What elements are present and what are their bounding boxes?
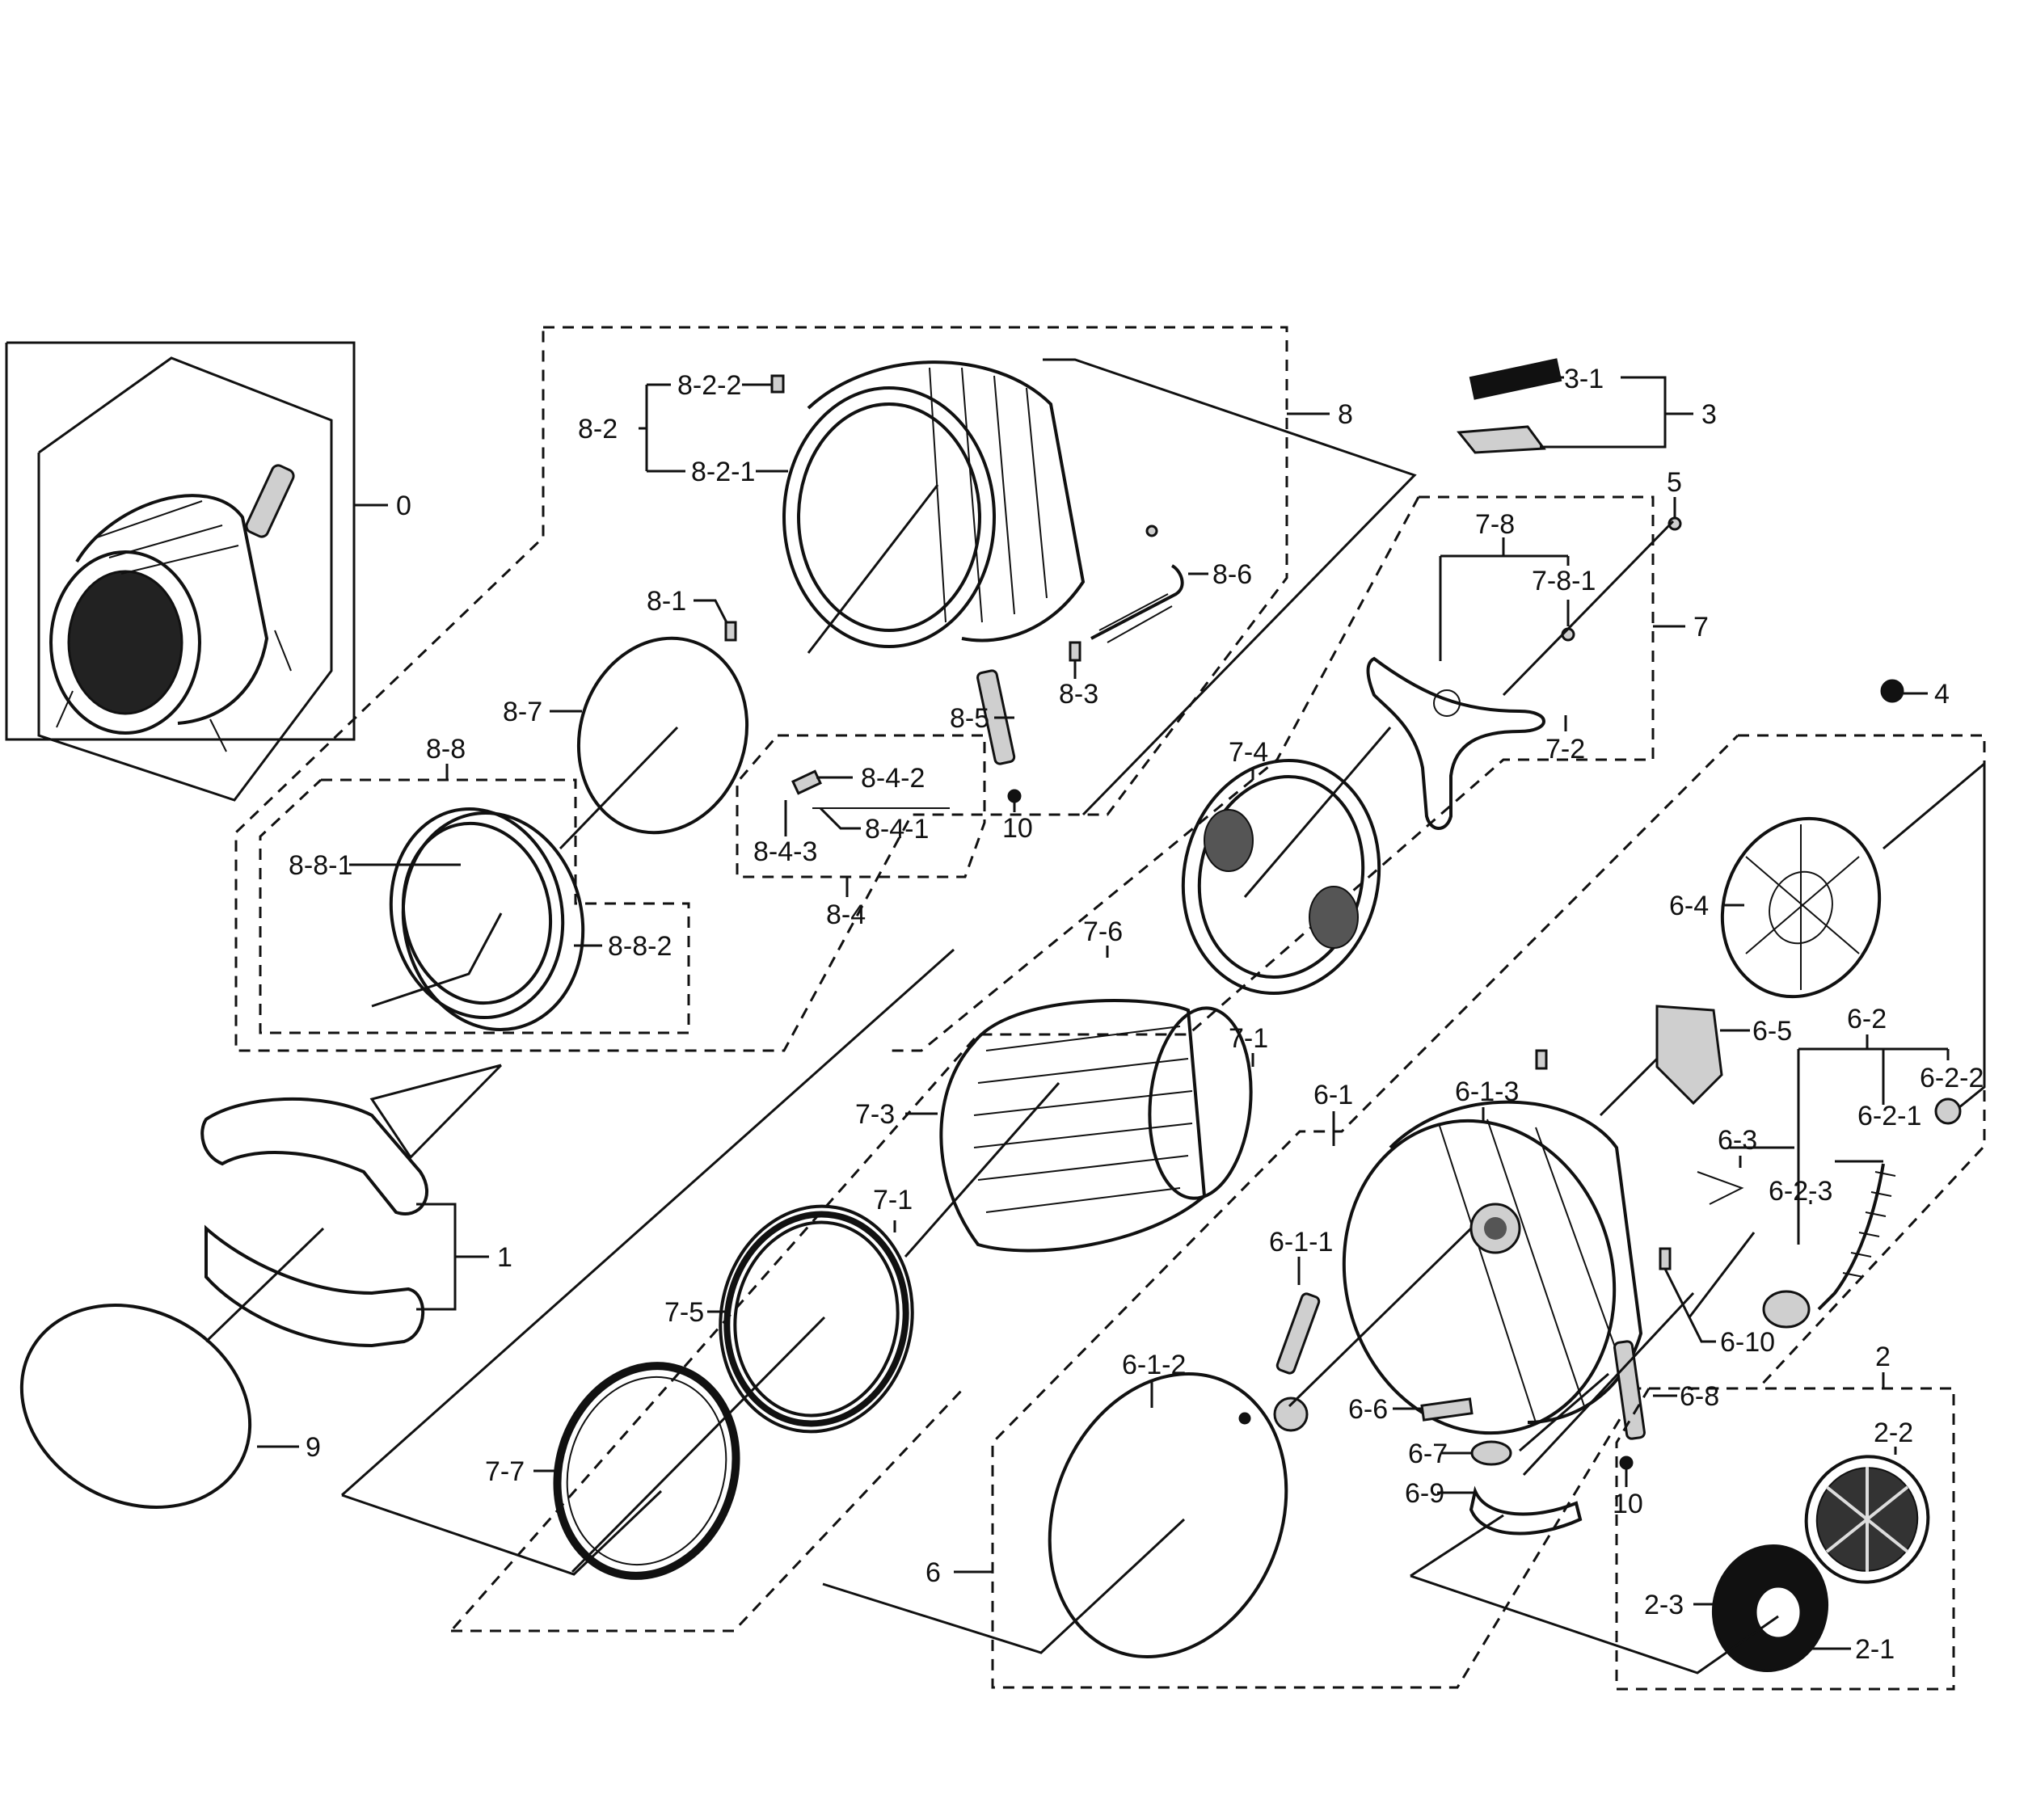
label-7-3: 7-3 (855, 1099, 895, 1130)
label-4: 4 (1934, 679, 1950, 710)
part-6-5-image (1655, 1005, 1723, 1106)
label-2-2: 2-2 (1874, 1418, 1913, 1448)
label-9: 9 (306, 1432, 321, 1463)
label-6-9: 6-9 (1405, 1478, 1444, 1509)
parts-3: 3-1 3 (1457, 358, 1717, 454)
tub-assembly-image (49, 464, 295, 752)
assembly-0-group: 0 (5, 341, 411, 802)
label-8-4-2: 8-4-2 (861, 763, 925, 794)
group-8: 8 8-2 8-2-2 8-2-1 8-1 8-6 (234, 326, 1417, 1052)
label-8: 8 (1338, 399, 1353, 430)
motor-2-3-image (1711, 1544, 1829, 1672)
label-8-8-1: 8-8-1 (289, 850, 352, 881)
parts-1-9: 1 9 (19, 1064, 512, 1509)
label-7-8-1: 7-8-1 (1532, 566, 1596, 596)
label-7: 7 (1693, 612, 1709, 642)
hose-8-6-image (1090, 525, 1184, 643)
label-6-1-3: 6-1-3 (1455, 1076, 1519, 1107)
label-6-1-2: 6-1-2 (1122, 1350, 1186, 1380)
pulley-2-2-image (1804, 1455, 1930, 1584)
label-6-2-2: 6-2-2 (1920, 1063, 1984, 1093)
label-8-4-1: 8-4-1 (865, 814, 929, 845)
label-8-2-1: 8-2-1 (691, 457, 755, 487)
label-6-5: 6-5 (1752, 1016, 1792, 1047)
group-6-outline (991, 734, 1986, 1689)
label-7-1-upper: 7-1 (1229, 1023, 1268, 1054)
label-6-8: 6-8 (1680, 1381, 1719, 1412)
washer-image (1273, 1397, 1309, 1432)
balance-weights-image (200, 1097, 429, 1348)
rear-bracket-6-4-image (1720, 816, 1882, 999)
label-1: 1 (497, 1242, 512, 1273)
label-8-5: 8-5 (950, 703, 989, 734)
group-6: 6 6-4 6-5 6-2 6-2-2 6-2-1 6-2-3 (822, 734, 1986, 1689)
label-8-8-2: 8-8-2 (608, 931, 672, 962)
label-7-4: 7-4 (1229, 737, 1268, 768)
label-8-6: 8-6 (1212, 559, 1252, 590)
label-6-2-1: 6-2-1 (1857, 1101, 1921, 1131)
label-6-4: 6-4 (1669, 891, 1709, 921)
label-7-7: 7-7 (485, 1456, 525, 1487)
label-6-6: 6-6 (1348, 1394, 1388, 1425)
label-8-4: 8-4 (826, 899, 866, 930)
label-7-2: 7-2 (1545, 734, 1585, 765)
detergent-parts-image (1457, 358, 1562, 454)
label-8-2-2: 8-2-2 (677, 370, 741, 401)
label-6-3: 6-3 (1718, 1125, 1757, 1156)
label-2: 2 (1875, 1342, 1891, 1372)
outer-tub-6-1-image (1342, 1100, 1643, 1435)
label-6-7: 6-7 (1408, 1439, 1448, 1469)
group-8-outline (234, 326, 1288, 1052)
part-6-7-image (1470, 1440, 1512, 1466)
label-2-3: 2-3 (1644, 1590, 1684, 1620)
label-8-2: 8-2 (578, 414, 618, 444)
label-10-top: 10 (1002, 813, 1033, 844)
label-6-10: 6-10 (1720, 1327, 1775, 1358)
drum-7-6-image (939, 999, 1253, 1253)
assembly-0-frame (5, 341, 356, 741)
label-3-1: 3-1 (1564, 364, 1604, 394)
label-6-1: 6-1 (1313, 1080, 1353, 1110)
gasket-6-1-2-image (1048, 1372, 1288, 1658)
ring-7-7-image (553, 1362, 740, 1580)
group-2: 2 2-2 2-3 2-1 (1410, 1342, 1955, 1691)
group-8-4-outline (736, 734, 986, 878)
drain-hose-6-2-1-image (1762, 1163, 1896, 1329)
label-6-2: 6-2 (1847, 1004, 1887, 1034)
label-5: 5 (1667, 467, 1682, 498)
group-7: 7 7-8 7-8-1 7-2 7-4 (341, 495, 1709, 1633)
label-3: 3 (1701, 399, 1717, 430)
label-7-8: 7-8 (1475, 509, 1515, 540)
label-6: 6 (925, 1557, 941, 1588)
group-2-outline (1615, 1387, 1955, 1691)
label-8-7: 8-7 (503, 697, 542, 727)
label-8-3: 8-3 (1059, 679, 1098, 710)
group-7-outline (449, 495, 1655, 1632)
label-8-4-3: 8-4-3 (753, 836, 817, 867)
label-6-2-3: 6-2-3 (1769, 1176, 1832, 1207)
label-7-6: 7-6 (1083, 916, 1123, 947)
clamp-9-image (19, 1304, 252, 1509)
label-8-1: 8-1 (647, 586, 686, 617)
assembly-0-inner-frame (37, 356, 333, 802)
label-7-5: 7-5 (664, 1297, 704, 1328)
label-8-8: 8-8 (426, 734, 466, 765)
group-8-8-outline (259, 778, 690, 1034)
label-6-1-1: 6-1-1 (1269, 1227, 1333, 1258)
part-4-image (1880, 679, 1904, 703)
label-2-1: 2-1 (1855, 1634, 1895, 1665)
door-diaphragm-image (389, 807, 585, 1032)
gasket-8-7-image (576, 636, 749, 835)
drum-back-7-4-image (1181, 758, 1381, 996)
label-0: 0 (396, 491, 411, 521)
spider-7-8-image (1366, 656, 1545, 830)
label-7-1-lower: 7-1 (873, 1185, 913, 1215)
drum-front-7-5-image (719, 1204, 914, 1434)
outer-tub-front-image (782, 360, 1086, 648)
